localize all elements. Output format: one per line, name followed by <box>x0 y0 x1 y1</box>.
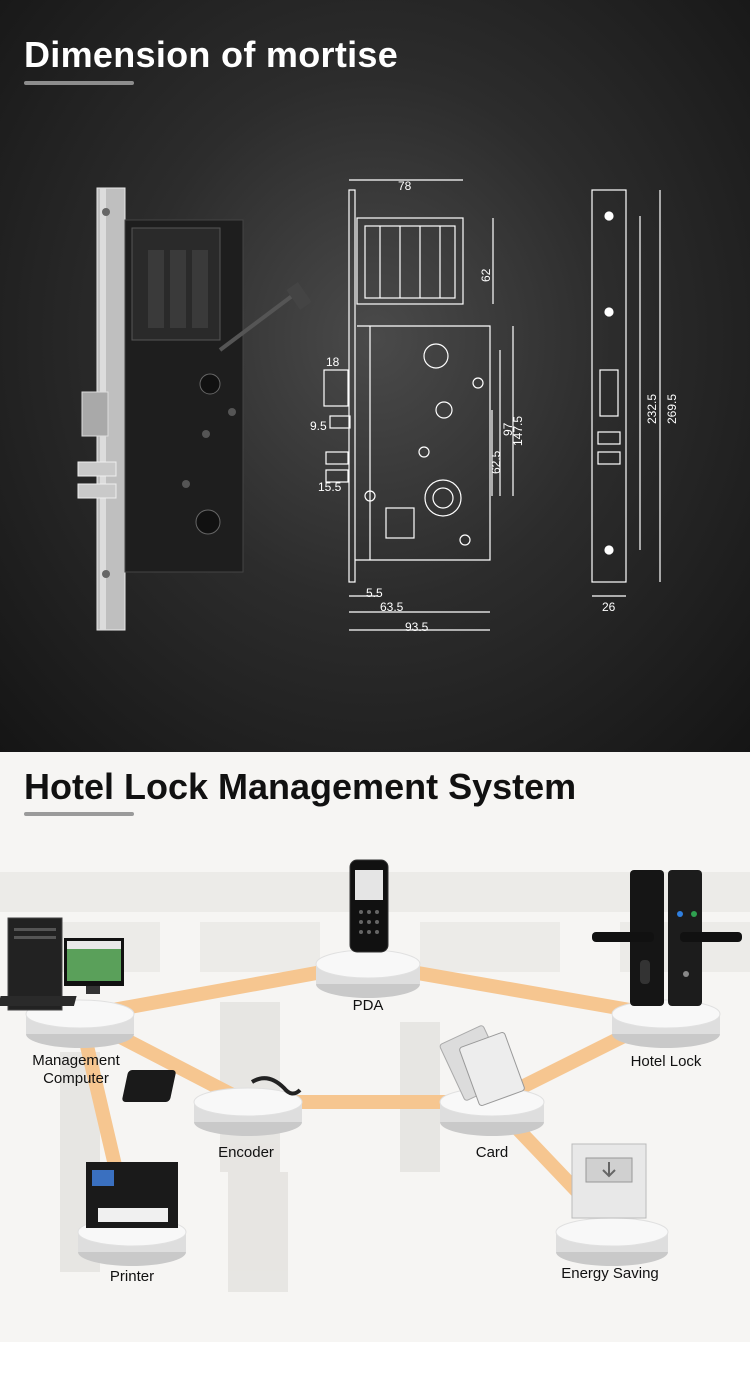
energy-saving-switch-icon <box>571 1143 647 1219</box>
dim-15-5: 15.5 <box>318 480 342 494</box>
pda-icon <box>349 859 389 953</box>
pedestal-encoder <box>193 1087 303 1136</box>
label-hotel-lock: Hotel Lock <box>630 1053 702 1070</box>
page-bottom-margin <box>0 1342 750 1373</box>
mortise-side-view <box>323 179 514 631</box>
management-network <box>0 859 742 1266</box>
encoder-icon <box>122 1070 302 1102</box>
label-energy-saving: Energy Saving <box>561 1265 659 1282</box>
label-card: Card <box>475 1144 509 1161</box>
mortise-drawing: 78 62 18 9.5 15.5 62.5 97 147.5 5.5 63.5… <box>77 179 679 634</box>
dim-147-5: 147.5 <box>511 416 525 446</box>
label-management-line2: Computer <box>43 1070 109 1087</box>
dim-62: 62 <box>479 268 493 282</box>
label-encoder: Encoder <box>218 1144 274 1161</box>
computer-icon <box>0 917 124 1011</box>
management-title: Hotel Lock Management System <box>24 766 577 807</box>
dim-5-5: 5.5 <box>366 586 383 600</box>
card-icon <box>439 1025 525 1106</box>
printer-icon <box>86 1162 178 1228</box>
pedestal-pda <box>315 949 421 998</box>
dim-26: 26 <box>602 600 616 614</box>
hotel-lock-icon <box>592 870 742 1006</box>
dim-78: 78 <box>398 179 412 193</box>
dim-97: 97 <box>501 422 515 436</box>
dim-93-5: 93.5 <box>405 620 429 634</box>
label-pda: PDA <box>352 997 384 1014</box>
pedestal-management <box>25 999 135 1048</box>
dim-18: 18 <box>326 355 340 369</box>
label-management-computer: Management Computer <box>16 1052 136 1088</box>
label-management-line1: Management <box>32 1052 120 1069</box>
mortise-photo <box>77 187 312 631</box>
mortise-faceplate-view <box>591 189 661 597</box>
mortise-title-underline <box>24 81 134 85</box>
dim-63-5: 63.5 <box>380 600 404 614</box>
mortise-title: Dimension of mortise <box>24 34 399 75</box>
dim-9-5: 9.5 <box>310 419 327 433</box>
management-title-underline <box>24 812 134 816</box>
dim-232-5: 232.5 <box>645 394 659 424</box>
label-printer: Printer <box>109 1268 155 1285</box>
dim-269-5: 269.5 <box>665 394 679 424</box>
dim-62-5: 62.5 <box>489 450 503 474</box>
pedestal-hotel-lock <box>611 999 721 1048</box>
pedestal-energy <box>555 1217 669 1266</box>
